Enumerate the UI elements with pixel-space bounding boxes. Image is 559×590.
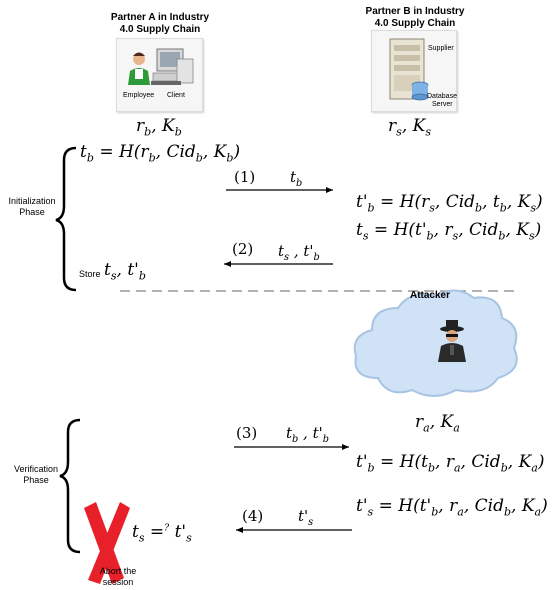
attacker-cloud: [353, 289, 518, 397]
attacker-title: Attacker: [409, 290, 451, 301]
equation-t-prime-b-attacker: t'b = H(tb, ra, Cidb, Ka): [356, 452, 545, 475]
initialization-brace: [55, 146, 77, 292]
message-2-number: (2): [232, 240, 254, 258]
partner-a-image-box: Employee Client: [116, 38, 203, 112]
partner-b-title-line2: 4.0 Supply Chain: [374, 18, 456, 29]
equation-ts: ts = H(t'b, rs, Cidb, Ks): [356, 220, 542, 243]
equation-t-prime-s-attacker: t's = H(t'b, ra, Cidb, Ka): [356, 496, 548, 519]
partner-b-title-line1: Partner B in Industry: [365, 6, 465, 17]
supplier-label: Supplier: [428, 45, 454, 52]
initialization-phase-line2: Phase: [19, 207, 45, 217]
verification-phase-label: Verification Phase: [6, 464, 66, 486]
database-label: Database: [427, 93, 457, 100]
message-1-payload: tb: [290, 168, 303, 189]
message-2-payload: ts , t'b: [278, 242, 320, 263]
partner-a-title-line1: Partner A in Industry: [110, 12, 210, 23]
message-4-payload: t's: [298, 507, 314, 528]
store-label: Store: [79, 269, 101, 279]
attacker-keys: ra, Ka: [415, 412, 460, 435]
server-icon: [389, 38, 429, 101]
message-1-number: (1): [234, 168, 256, 186]
partner-a-keys: rb, Kb: [136, 116, 182, 139]
abort-label-line1: Abort the: [99, 566, 137, 576]
message-3-payload: tb , t'b: [286, 424, 329, 445]
partner-b-title: Partner B in Industry 4.0 Supply Chain: [335, 6, 495, 30]
partner-a-title: Partner A in Industry 4.0 Supply Chain: [85, 12, 235, 36]
initialization-phase-label: Initialization Phase: [2, 196, 62, 218]
client-label: Client: [167, 92, 185, 99]
message-4-number: (4): [242, 507, 264, 525]
equation-t-prime-b: t'b = H(rs, Cidb, tb, Ks): [356, 192, 543, 215]
partner-a-title-line2: 4.0 Supply Chain: [119, 24, 201, 35]
store-values: ts, t'b: [104, 260, 146, 283]
verification-phase-line2: Phase: [23, 475, 49, 485]
employee-label: Employee: [123, 92, 155, 99]
verification-check: ts =? t's: [132, 522, 192, 545]
abort-label-line2: session: [102, 577, 134, 587]
initialization-phase-line1: Initialization: [8, 196, 56, 206]
equation-tb: tb = H(rb, Cidb, Kb): [80, 142, 241, 165]
abort-label: Abort the session: [88, 566, 148, 588]
partner-b-image-box: Supplier Database Server: [371, 30, 457, 112]
message-3-number: (3): [236, 424, 258, 442]
verification-brace: [59, 418, 81, 554]
verification-phase-line1: Verification: [13, 464, 59, 474]
abort-cross-icon: [84, 502, 130, 584]
attacker-icon: [438, 320, 466, 362]
partner-b-keys: rs, Ks: [388, 116, 431, 139]
employee-client-icon: [128, 48, 194, 85]
server-label: Server: [432, 101, 453, 108]
